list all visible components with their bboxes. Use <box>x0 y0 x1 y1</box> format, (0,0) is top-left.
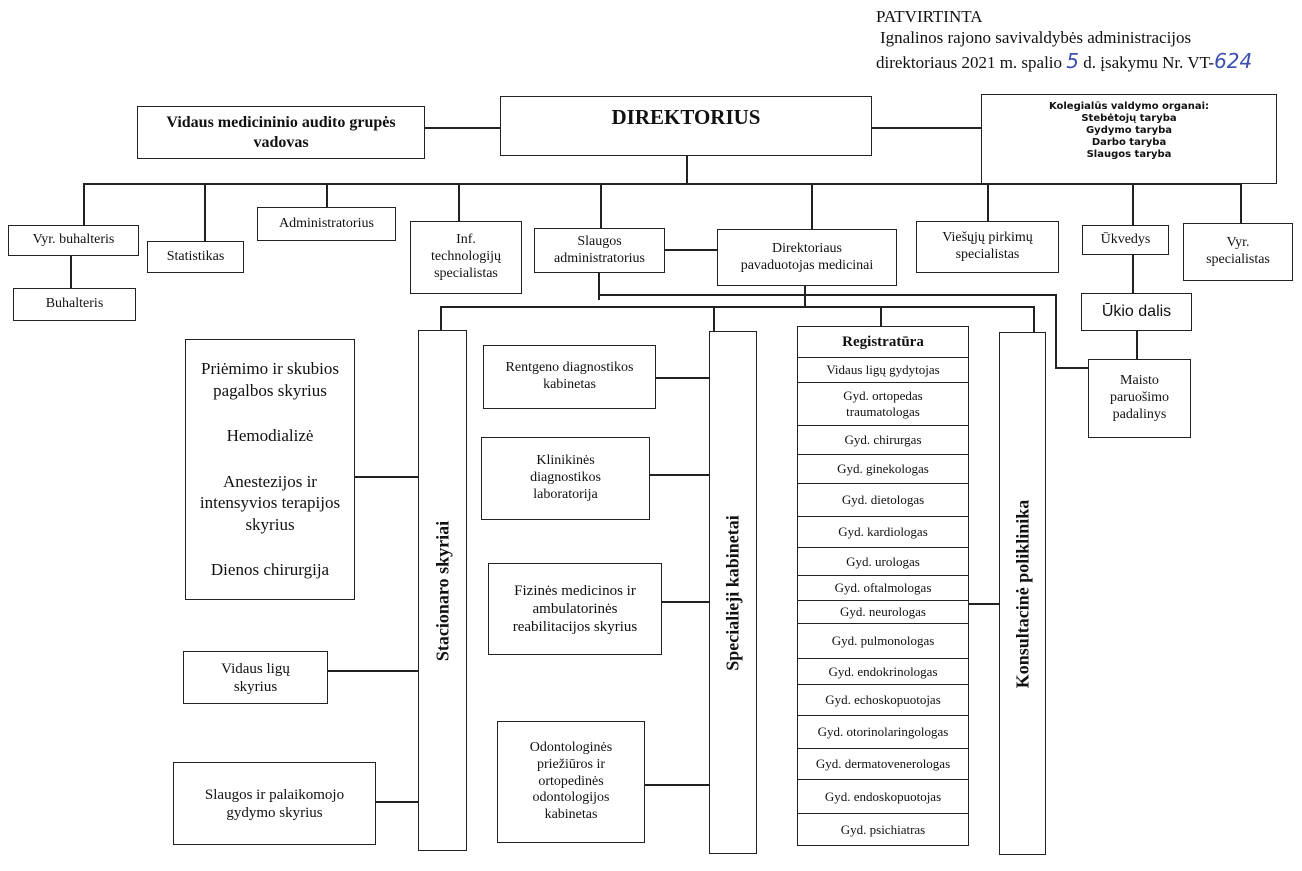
registry-doctor-item: Gyd. chirurgas <box>797 426 969 455</box>
connector <box>1132 183 1134 225</box>
handwritten-day: 5 <box>1066 48 1080 73</box>
connector <box>83 183 85 225</box>
approval-line2: Ignalinos rajono savivaldybės administra… <box>880 28 1192 48</box>
registry-doctor-item: Gyd. otorinolaringologas <box>797 716 969 749</box>
registry-doctor-item: Gyd. pulmonologas <box>797 624 969 659</box>
connector <box>713 306 715 331</box>
connector <box>326 183 328 207</box>
registry-doctor-item: Gyd. endoskopuotojas <box>797 780 969 814</box>
approval-header: PATVIRTINTA Ignalinos rajono savivaldybė… <box>876 6 1252 74</box>
registry-doctor-item: Gyd. neurologas <box>797 601 969 624</box>
connector <box>600 183 602 228</box>
household-manager-box: Ūkvedys <box>1082 225 1169 255</box>
connector <box>665 249 717 251</box>
connector <box>1055 294 1057 368</box>
connector <box>662 601 709 603</box>
nursing-care-dept-box: Slaugos ir palaikomojo gydymo skyrius <box>173 762 376 845</box>
connector <box>804 286 806 306</box>
connector <box>598 273 600 300</box>
consultative-polyclinic-header: Konsultacinė poliklinika <box>999 332 1046 855</box>
registry-doctor-item: Gyd. ginekologas <box>797 455 969 484</box>
registry-doctor-item: Gyd. psichiatras <box>797 814 969 846</box>
collegial-item: Darbo taryba <box>1091 137 1167 148</box>
connector <box>686 156 688 183</box>
connector <box>656 377 709 379</box>
connector <box>440 306 442 330</box>
inpatient-dept: Anestezijos ir intensyvios terapijos sky… <box>199 472 341 534</box>
connector <box>968 603 999 605</box>
inpatient-departments-header: Stacionaro skyriai <box>418 330 467 851</box>
special-rooms-header: Specialieji kabinetai <box>709 331 757 854</box>
deputy-director-box: Direktoriaus pavaduotojas medicinai <box>717 229 897 286</box>
connector <box>872 127 981 129</box>
collegial-item: Slaugos taryba <box>1086 149 1172 160</box>
connector <box>458 183 460 221</box>
registry-header: Registratūra <box>797 326 969 358</box>
connector <box>811 183 813 229</box>
registry-doctor-item: Gyd. oftalmologas <box>797 576 969 601</box>
connector <box>83 183 1240 185</box>
inpatient-dept: Priėmimo ir skubios pagalbos skyrius <box>201 359 339 400</box>
approval-line3: direktoriaus 2021 m. spalio 5 d. įsakymu… <box>876 48 1253 73</box>
internal-diseases-dept-box: Vidaus ligų skyrius <box>183 651 328 704</box>
registry-doctor-item: Gyd. urologas <box>797 548 969 576</box>
connector <box>425 127 500 129</box>
xray-room-box: Rentgeno diagnostikos kabinetas <box>483 345 656 409</box>
registry-doctor-item: Gyd. echoskopuotojas <box>797 685 969 716</box>
dental-room-box: Odontologinės priežiūros ir ortopedinės … <box>497 721 645 843</box>
inpatient-departments-group: Priėmimo ir skubios pagalbos skyrius Hem… <box>185 339 355 600</box>
audit-group-head-box: Vidaus medicininio audito grupės vadovas <box>137 106 425 159</box>
inpatient-dept: Hemodializė <box>226 426 314 446</box>
connector <box>440 306 1034 308</box>
procurement-specialist-box: Viešųjų pirkimų specialistas <box>916 221 1059 273</box>
collegial-bodies-box: Kolegialūs valdymo organai: Stebėtojų ta… <box>981 94 1277 184</box>
it-specialist-box: Inf. technologijų specialistas <box>410 221 522 294</box>
approval-title: PATVIRTINTA <box>876 7 983 26</box>
household-unit-box: Ūkio dalis <box>1081 293 1192 331</box>
connector <box>1136 331 1138 359</box>
food-preparation-unit-box: Maisto paruošimo padalinys <box>1088 359 1191 438</box>
registry-doctor-item: Gyd. kardiologas <box>797 517 969 548</box>
connector <box>880 306 882 326</box>
collegial-item: Stebėtojų taryba <box>1081 113 1177 124</box>
administrator-box: Administratorius <box>257 207 396 241</box>
connector <box>1132 255 1134 293</box>
registry-doctor-item: Gyd. endokrinologas <box>797 659 969 685</box>
collegial-item: Gydymo taryba <box>1085 125 1173 136</box>
rehabilitation-dept-box: Fizinės medicinos ir ambulatorinės reabi… <box>488 563 662 655</box>
clinical-lab-box: Klinikinės diagnostikos laboratorija <box>481 437 650 520</box>
connector <box>328 670 418 672</box>
inpatient-dept: Dienos chirurgija <box>210 560 330 580</box>
connector <box>204 183 206 241</box>
nursing-administrator-box: Slaugos administratorius <box>534 228 665 273</box>
director-box: DIREKTORIUS <box>500 96 872 156</box>
connector <box>70 256 72 288</box>
connector <box>1033 306 1035 332</box>
registry-doctor-item: Gyd. ortopedas traumatologas <box>797 383 969 426</box>
connector <box>1240 183 1242 223</box>
connector <box>987 183 989 221</box>
connector <box>355 476 418 478</box>
accountant-box: Buhalteris <box>13 288 136 321</box>
registry-doctor-item: Vidaus ligų gydytojas <box>797 358 969 383</box>
registry-doctor-item: Gyd. dermatovenerologas <box>797 749 969 780</box>
connector <box>645 784 709 786</box>
registry-doctor-item: Gyd. dietologas <box>797 484 969 517</box>
chief-accountant-box: Vyr. buhalteris <box>8 225 139 256</box>
connector <box>598 294 1056 296</box>
connector <box>376 801 418 803</box>
statistician-box: Statistikas <box>147 241 244 273</box>
connector <box>1055 367 1088 369</box>
senior-specialists-box: Vyr. specialistas <box>1183 223 1293 281</box>
connector <box>650 474 709 476</box>
handwritten-number: 624 <box>1214 48 1253 73</box>
